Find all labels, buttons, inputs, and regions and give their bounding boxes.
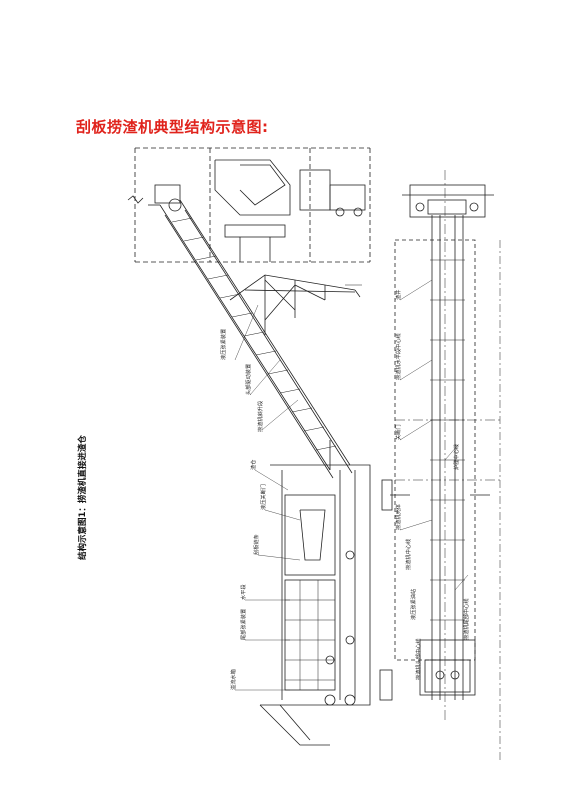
label-slag-bunker: 渣仓 bbox=[249, 459, 257, 470]
label-head-drive: 头部驱动装置 bbox=[244, 364, 252, 395]
label-head-centerline: 捞渣机头部中心线 bbox=[414, 638, 422, 680]
side-elevation bbox=[127, 147, 371, 746]
label-shutoff-gate: 关断门 bbox=[394, 424, 402, 440]
label-tail-centerline: 捞渣机尾部中心线 bbox=[462, 598, 470, 640]
slag-bunker bbox=[134, 147, 371, 263]
incline-section bbox=[159, 199, 353, 479]
label-centerline: 捞渣机中心线 bbox=[404, 539, 412, 570]
label-overflow-tank: 溢流水箱 bbox=[229, 669, 237, 690]
head-drive bbox=[127, 184, 182, 212]
label-horizontal-section: 水平段 bbox=[239, 584, 247, 600]
label-horizontal-centerline: 捞渣机水平段中心线 bbox=[394, 333, 402, 380]
label-hydraulic-tensioner: 液压张紧装置 bbox=[219, 329, 227, 360]
label-tail-tensioner: 尾部张紧装置 bbox=[239, 609, 247, 640]
label-hydraulic-station: 液压张紧油站 bbox=[409, 589, 417, 620]
diagram-title: 刮板捞渣机典型结构示意图: bbox=[76, 118, 269, 136]
horizontal-trough bbox=[259, 464, 371, 746]
label-scraper-chain: 刮板链条 bbox=[252, 534, 260, 555]
label-furnace-centerline: 炉膛中心线 bbox=[452, 444, 460, 470]
label-hydraulic-gate: 液压关断门 bbox=[259, 484, 267, 510]
label-slag-well: 渣井 bbox=[394, 290, 402, 300]
label-housing: 捞渣机壳体 bbox=[394, 503, 402, 530]
label-incline-section: 捞渣机斜升段 bbox=[256, 401, 264, 432]
plan-view bbox=[379, 170, 501, 760]
